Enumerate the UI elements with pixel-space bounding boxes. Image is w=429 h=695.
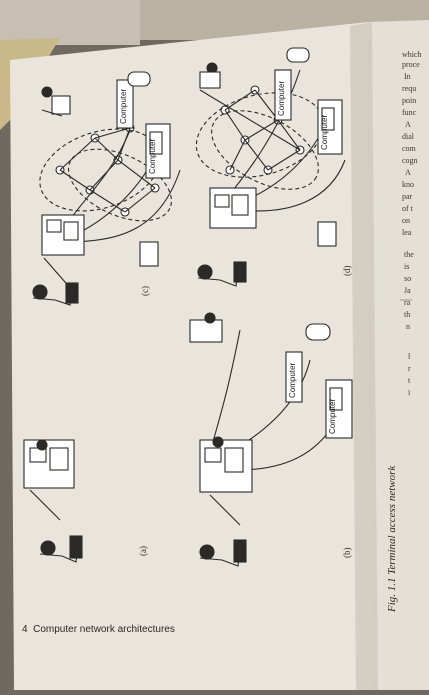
computer-label-b1: Computer (288, 362, 297, 398)
right-text-fragment: so (404, 274, 412, 283)
panel-d-drawing (195, 47, 346, 287)
right-text-fragment: t (408, 376, 411, 385)
right-text-fragment: on (402, 216, 410, 225)
figure-title: Terminal access network (386, 465, 398, 575)
figure-label: Fig. 1.1 (386, 577, 398, 612)
right-text-fragment: kno (402, 180, 414, 189)
panel-label-b: (b) (342, 547, 352, 559)
computer-label-c2: Computer (148, 138, 157, 174)
right-text-fragment: poin (402, 96, 417, 105)
panel-label-a: (a) (138, 546, 148, 556)
panel-c-drawing (32, 71, 181, 306)
right-text-fragment: dial (402, 132, 414, 141)
right-text-fragment: l (408, 352, 411, 361)
computer-label-c1: Computer (119, 88, 128, 124)
right-text-fragment: func (402, 108, 417, 117)
right-text-fragment: par (402, 192, 413, 201)
right-page (368, 20, 429, 690)
right-text-fragment: r (408, 364, 411, 373)
computer-label-d1: Computer (277, 80, 286, 116)
right-text-fragment: the (404, 250, 414, 259)
computer-label-d2: Computer (320, 114, 329, 150)
right-text-fragment: i (408, 388, 411, 397)
panel-b-drawing (189, 312, 353, 567)
right-text-fragment: In (404, 72, 411, 81)
right-text-fragment: ra (404, 298, 411, 307)
right-text-fragment: which (402, 50, 422, 59)
right-text-fragment: requ (402, 84, 417, 93)
right-text-fragment: th (404, 310, 411, 319)
panel-label-d: (d) (342, 265, 352, 277)
background-object (0, 0, 140, 45)
right-text-fragment: A (405, 168, 411, 177)
right-text-fragment: Ja (404, 286, 411, 295)
right-text-fragment: n (406, 322, 410, 331)
computer-label-b2: Computer (328, 398, 337, 434)
page-number: 4 (22, 624, 28, 635)
right-text-fragment: of t (402, 204, 413, 213)
right-text-fragment: com (402, 144, 416, 153)
right-text-fragment: is (404, 262, 410, 271)
network-mesh-c (55, 123, 160, 217)
network-mesh-d (199, 85, 305, 175)
panel-label-c: (c) (140, 286, 150, 296)
figure-caption: Fig. 1.1 Terminal access network (386, 466, 398, 612)
page-footer: 4 Computer network architectures (22, 624, 175, 635)
right-text-fragment: proce (402, 60, 420, 69)
panel-a-drawing (23, 439, 83, 563)
right-text-fragment: A (405, 120, 411, 129)
running-title: Computer network architectures (33, 624, 175, 635)
right-text-fragment: cogn (402, 156, 418, 165)
gutter-shadow (350, 22, 378, 690)
right-text-fragment: lea (402, 228, 412, 237)
